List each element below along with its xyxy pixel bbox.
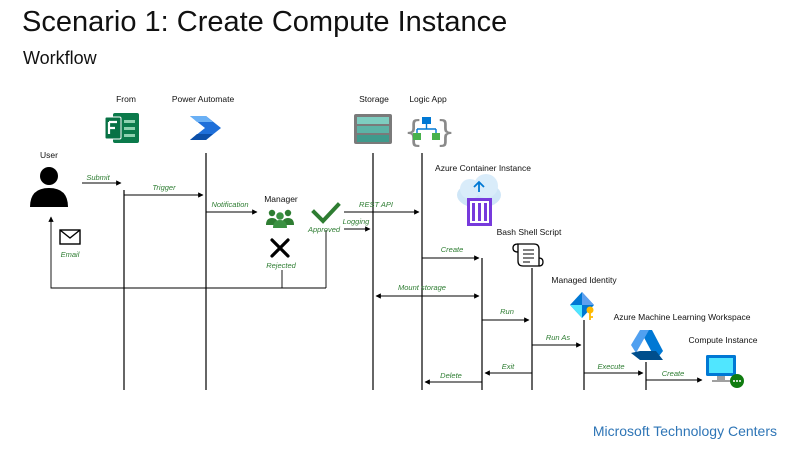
- actor-label-bash: Bash Shell Script: [497, 227, 562, 237]
- user-person-icon: [30, 167, 68, 207]
- msg-approved: Approved: [307, 225, 341, 234]
- msg-notification: Notification: [211, 200, 248, 209]
- approved-check-icon: [311, 202, 341, 224]
- page-subtitle: Workflow: [23, 48, 97, 68]
- compute-instance-icon: [706, 355, 744, 388]
- msg-rejected: Rejected: [266, 261, 296, 270]
- footer-brand: Microsoft Technology Centers: [592, 423, 777, 439]
- rejected-cross-icon: [270, 238, 290, 258]
- arrow-email-return: [48, 216, 326, 289]
- bash-script-icon: [512, 243, 544, 267]
- svg-text:}: }: [436, 115, 455, 150]
- svg-text:{: {: [404, 115, 423, 150]
- actor-label-manager: Manager: [264, 194, 298, 204]
- power-automate-icon: [190, 116, 221, 140]
- actor-label-logic-app: Logic App: [409, 94, 447, 104]
- manager-group-icon: [266, 209, 294, 228]
- actor-label-compute: Compute Instance: [689, 335, 758, 345]
- microsoft-forms-icon: [104, 113, 139, 143]
- managed-identity-icon: [570, 292, 594, 320]
- actor-label-identity: Managed Identity: [551, 275, 617, 285]
- msg-email: Email: [61, 250, 80, 259]
- msg-delete: Delete: [440, 371, 462, 380]
- msg-mount-storage: Mount storage: [398, 283, 446, 292]
- actor-label-from: From: [116, 94, 136, 104]
- actor-label-aci: Azure Container Instance: [435, 163, 531, 173]
- msg-exit: Exit: [502, 362, 515, 371]
- msg-execute: Execute: [597, 362, 624, 371]
- logic-app-icon: { }: [404, 115, 455, 150]
- msg-trigger: Trigger: [152, 183, 176, 192]
- actor-label-power-automate: Power Automate: [172, 94, 235, 104]
- actor-label-user: User: [40, 150, 58, 160]
- msg-submit: Submit: [86, 173, 110, 182]
- machine-learning-icon: [631, 330, 663, 360]
- msg-create-bash: Create: [441, 245, 464, 254]
- msg-logging: Logging: [343, 217, 371, 226]
- msg-create-compute: Create: [662, 369, 685, 378]
- msg-run: Run: [500, 307, 514, 316]
- msg-rest-api: REST API: [359, 200, 393, 209]
- container-instance-icon: [457, 174, 501, 226]
- actor-label-storage: Storage: [359, 94, 389, 104]
- actor-label-aml: Azure Machine Learning Workspace: [614, 312, 751, 322]
- msg-run-as: Run As: [546, 333, 571, 342]
- storage-icon: [354, 114, 392, 144]
- page-title: Scenario 1: Create Compute Instance: [22, 6, 508, 38]
- email-envelope-icon: [59, 229, 81, 245]
